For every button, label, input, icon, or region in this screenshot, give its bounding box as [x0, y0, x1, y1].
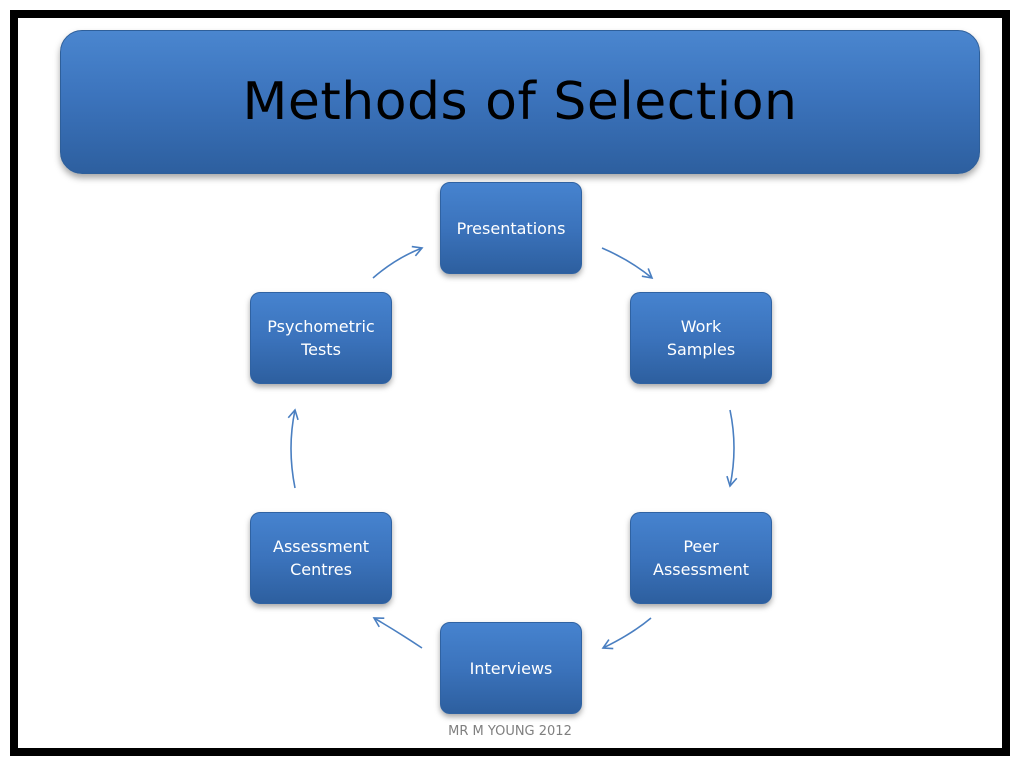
arrow-presentations-to-work-samples	[601, 247, 654, 280]
arrow-assessment-centres-to-psychometric-tests	[287, 408, 299, 489]
node-assessment-centres: Assessment Centres	[250, 512, 392, 604]
arrow-work-samples-to-peer-assessment	[726, 409, 738, 488]
arrow-interviews-to-assessment-centres	[372, 617, 423, 649]
arrow-peer-assessment-to-interviews	[601, 617, 652, 650]
node-label: Assessment Centres	[273, 537, 369, 579]
cycle-arrows	[287, 245, 738, 650]
node-presentations: Presentations	[440, 182, 582, 274]
title-banner: Methods of Selection	[60, 30, 980, 174]
node-label: Presentations	[456, 218, 566, 238]
node-label: Work Samples	[666, 317, 736, 359]
node-psychometric-tests: Psychometric Tests	[250, 292, 392, 384]
node-peer-assessment: Peer Assessment	[630, 512, 772, 604]
node-label: Psychometric Tests	[267, 317, 375, 359]
footer-credit: MR M YOUNG 2012	[448, 724, 572, 739]
node-label: Peer Assessment	[653, 537, 749, 579]
page-title: Methods of Selection	[242, 72, 798, 132]
node-work-samples: Work Samples	[630, 292, 772, 384]
node-interviews: Interviews	[440, 622, 582, 714]
arrow-psychometric-tests-to-presentations	[372, 245, 424, 279]
node-label: Interviews	[469, 658, 553, 678]
slide-frame: Methods of Selection Presentations Work …	[10, 10, 1010, 756]
